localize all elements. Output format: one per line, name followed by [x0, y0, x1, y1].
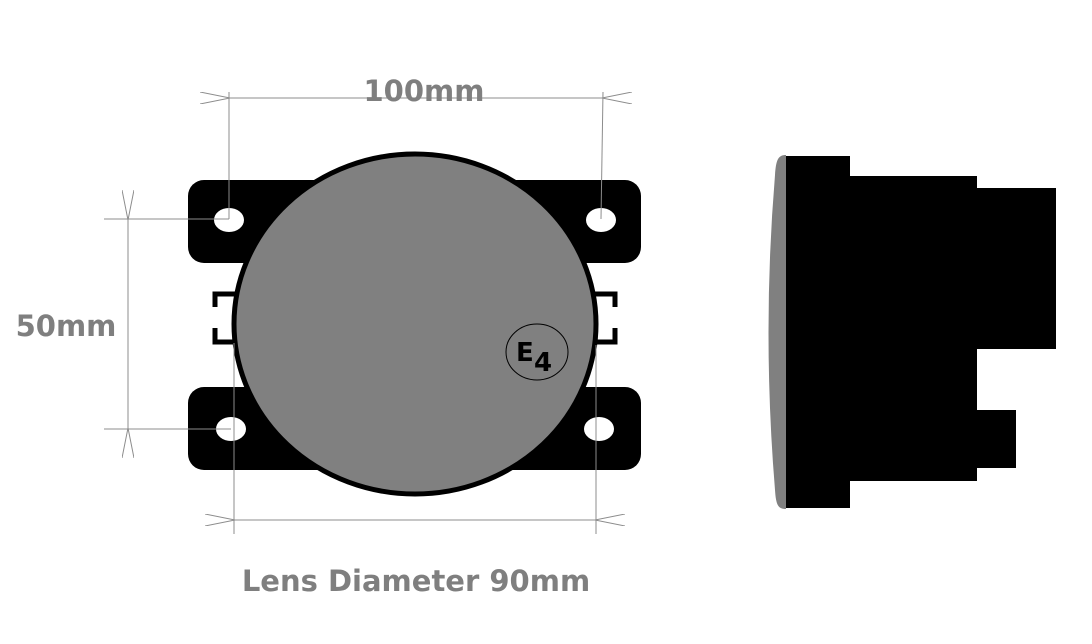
approval-mark-letter: E — [516, 338, 534, 368]
mounting-hole — [584, 417, 614, 441]
height-dimension-label: 50mm — [16, 309, 117, 343]
dimension-lines — [104, 91, 604, 534]
left-clip — [212, 291, 236, 345]
side-housing — [849, 176, 977, 481]
side-bezel — [786, 156, 850, 508]
side-rear-cap — [976, 188, 1056, 349]
mounting-hole — [214, 208, 244, 232]
side-connector — [976, 410, 1016, 468]
lens — [231, 151, 599, 497]
lens-diameter-label: Lens Diameter 90mm — [242, 564, 590, 598]
width-extension-right — [600, 91, 604, 220]
side-view — [768, 155, 1056, 509]
side-lens — [768, 155, 786, 509]
approval-mark-number: 4 — [534, 348, 552, 378]
front-view: E 4 — [188, 151, 641, 497]
mounting-hole — [586, 208, 616, 232]
approval-mark-circle — [505, 323, 569, 381]
right-clip — [594, 291, 618, 345]
width-dimension-label: 100mm — [364, 74, 485, 108]
